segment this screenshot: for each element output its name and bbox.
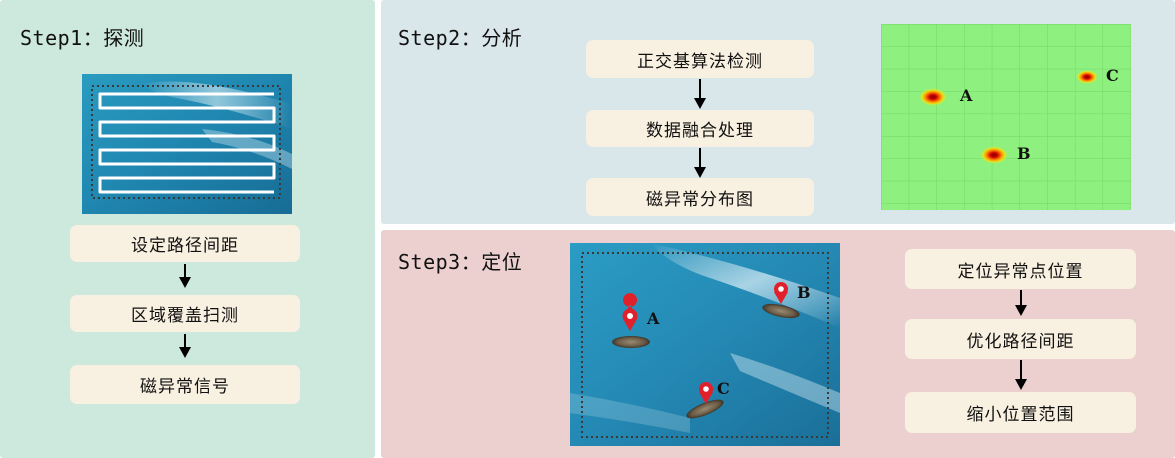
- arrow-3b: [1015, 360, 1027, 390]
- anomaly-distribution-map-box: 磁异常分布图: [586, 178, 814, 216]
- target-label-a: A: [647, 309, 660, 328]
- object-c: [686, 399, 724, 419]
- step2-title: Step2：分析: [398, 26, 523, 50]
- step1-title: Step1：探测: [20, 26, 145, 50]
- heatmap-label-c: C: [1106, 66, 1119, 85]
- arrow-2b: [694, 148, 706, 178]
- magnetic-anomaly-signal-box: 磁异常信号: [70, 365, 300, 404]
- locate-anomaly-position-box: 定位异常点位置: [905, 249, 1136, 289]
- anomaly-a: [919, 88, 947, 106]
- anomaly-c: [1076, 70, 1098, 84]
- narrow-position-range-box: 缩小位置范围: [905, 392, 1136, 433]
- localization-sea-image: [570, 243, 840, 446]
- survey-path: [98, 92, 276, 194]
- anomaly-heatmap: [881, 24, 1131, 210]
- data-fusion-box: 数据融合处理: [586, 110, 814, 147]
- anomaly-b: [980, 146, 1008, 164]
- step3-title: Step3：定位: [398, 250, 523, 274]
- target-label-b: B: [797, 283, 811, 302]
- object-b: [762, 303, 800, 319]
- object-a: [612, 336, 650, 348]
- heatmap-label-a: A: [960, 86, 973, 105]
- survey-area-image: [82, 74, 292, 214]
- heatmap-label-b: B: [1017, 144, 1031, 163]
- target-label-c: C: [717, 379, 730, 398]
- optimize-path-spacing-box: 优化路径间距: [905, 319, 1136, 359]
- arrow-2a: [694, 79, 706, 109]
- arrow-1b: [179, 334, 191, 358]
- area-coverage-survey-box: 区域覆盖扫测: [70, 295, 300, 332]
- arrow-3a: [1015, 290, 1027, 316]
- arrow-1a: [179, 264, 191, 288]
- orthogonal-basis-detection-box: 正交基算法检测: [586, 40, 814, 78]
- set-path-spacing-box: 设定路径间距: [70, 225, 300, 262]
